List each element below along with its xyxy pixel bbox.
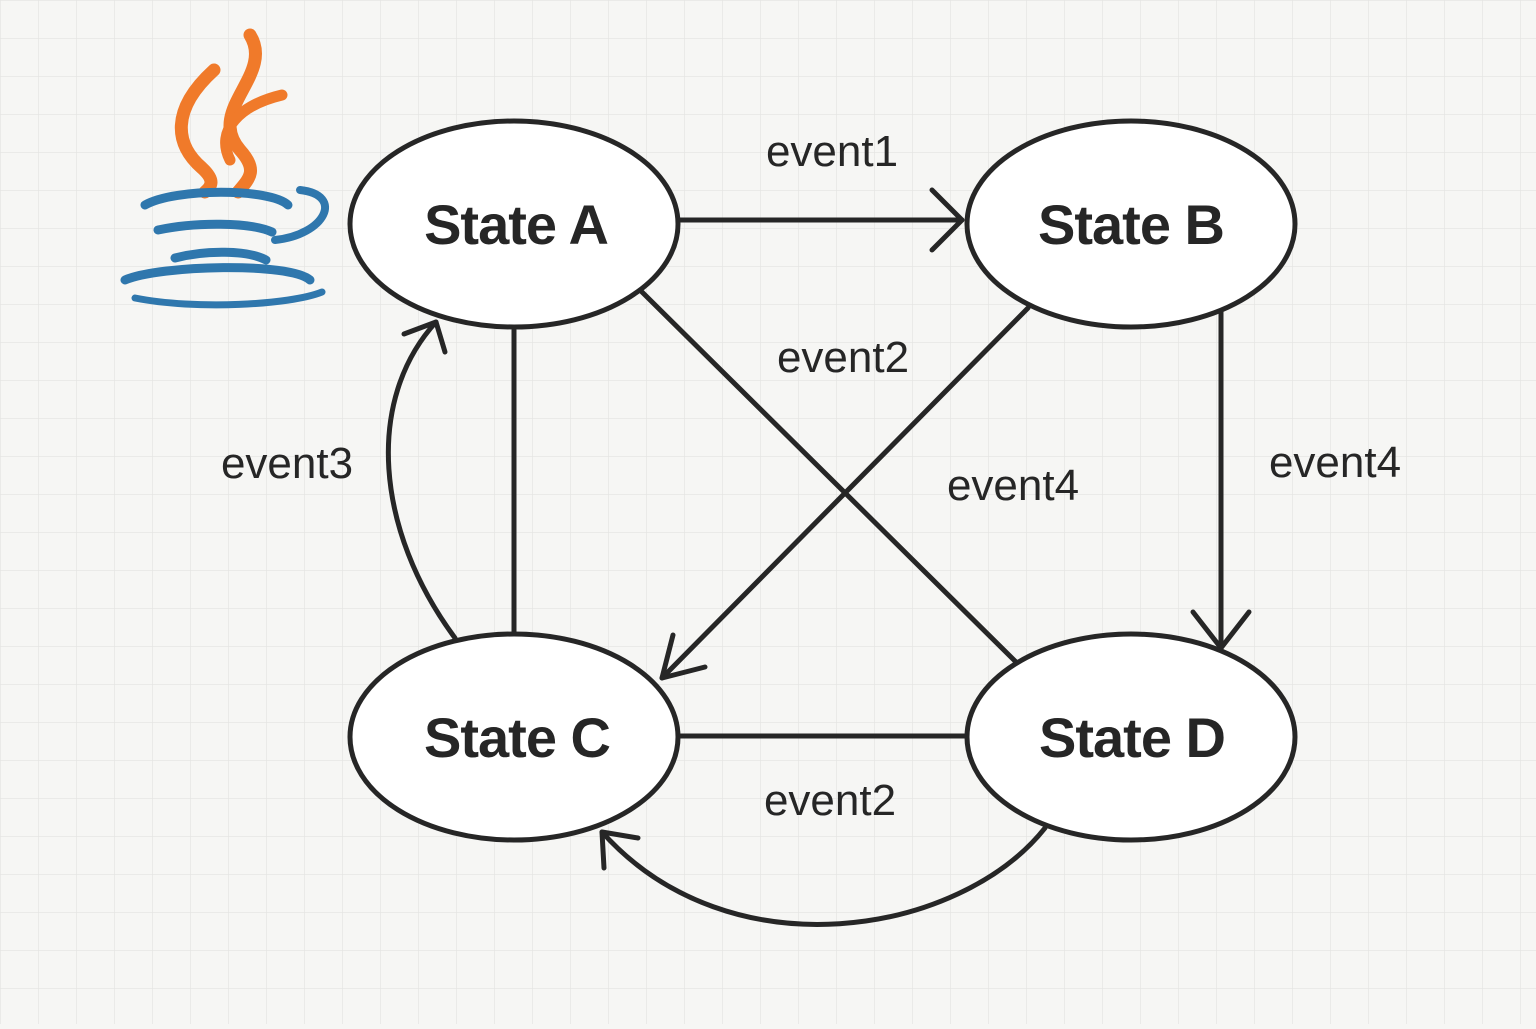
edge-label-event2-diagonal: event2 [777,333,909,382]
edge-label-event1: event1 [766,127,898,176]
edge-label-event4-diagonal: event4 [947,461,1079,510]
arrowhead-icon [659,632,708,681]
edge-label-event2-bottom: event2 [764,776,896,825]
edge-b-to-d [1190,309,1252,651]
arrowhead-icon [929,187,965,253]
arrowhead-icon [401,319,448,355]
java-logo-icon [120,28,329,309]
state-node-a: State A [347,118,681,330]
state-node-c: State C [347,631,681,843]
state-label-c: State C [424,706,610,769]
state-node-b: State B [964,118,1298,330]
edge-label-event4-vertical: event4 [1269,438,1401,487]
edge-label-event3: event3 [221,439,353,488]
state-label-d: State D [1039,706,1225,769]
arrowhead-icon [599,829,641,871]
edge-d-to-c [599,825,1048,927]
edge-a-to-b [677,187,965,253]
arrowhead-icon [1190,609,1252,651]
edge-c-to-a [385,319,458,641]
state-label-a: State A [424,193,608,256]
edge-a-to-d [639,289,1019,665]
edge-b-to-c [659,305,1031,681]
state-node-d: State D [964,631,1298,843]
state-label-b: State B [1038,193,1224,256]
